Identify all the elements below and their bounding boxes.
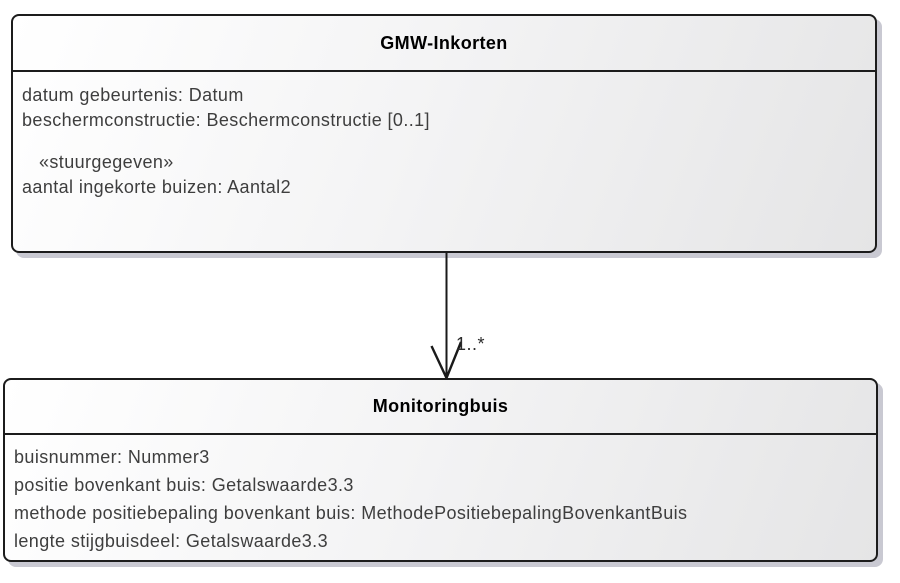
attribute-line: methode positiebepaling bovenkant buis: … xyxy=(14,503,688,523)
class-attributes-monitoringbuis: buisnummer: Nummer3 positie bovenkant bu… xyxy=(5,435,876,555)
class-box-gmw-inkorten[interactable]: GMW-Inkorten datum gebeurtenis: Datum be… xyxy=(11,14,877,253)
attribute-line: lengte stijgbuisdeel: Getalswaarde3.3 xyxy=(14,531,328,551)
multiplicity-label: 1..* xyxy=(456,334,486,354)
association-arrow[interactable] xyxy=(400,251,520,380)
attribute-spacer xyxy=(22,133,875,150)
class-header-monitoringbuis: Monitoringbuis xyxy=(5,380,876,435)
attribute-line: beschermconstructie: Beschermconstructie… xyxy=(22,110,430,130)
attribute-line: buisnummer: Nummer3 xyxy=(14,447,210,467)
stereotype-label: «stuurgegeven» xyxy=(39,152,174,172)
attribute-line: datum gebeurtenis: Datum xyxy=(22,85,244,105)
class-title-monitoringbuis: Monitoringbuis xyxy=(372,396,509,416)
attribute-line: positie bovenkant buis: Getalswaarde3.3 xyxy=(14,475,354,495)
class-header-gmw-inkorten: GMW-Inkorten xyxy=(13,16,875,72)
class-title-gmw-inkorten: GMW-Inkorten xyxy=(380,32,508,53)
attribute-line: aantal ingekorte buizen: Aantal2 xyxy=(22,177,291,197)
class-box-monitoringbuis[interactable]: Monitoringbuis buisnummer: Nummer3 posit… xyxy=(3,378,878,562)
class-attributes-gmw-inkorten: datum gebeurtenis: Datum beschermconstru… xyxy=(13,72,875,200)
